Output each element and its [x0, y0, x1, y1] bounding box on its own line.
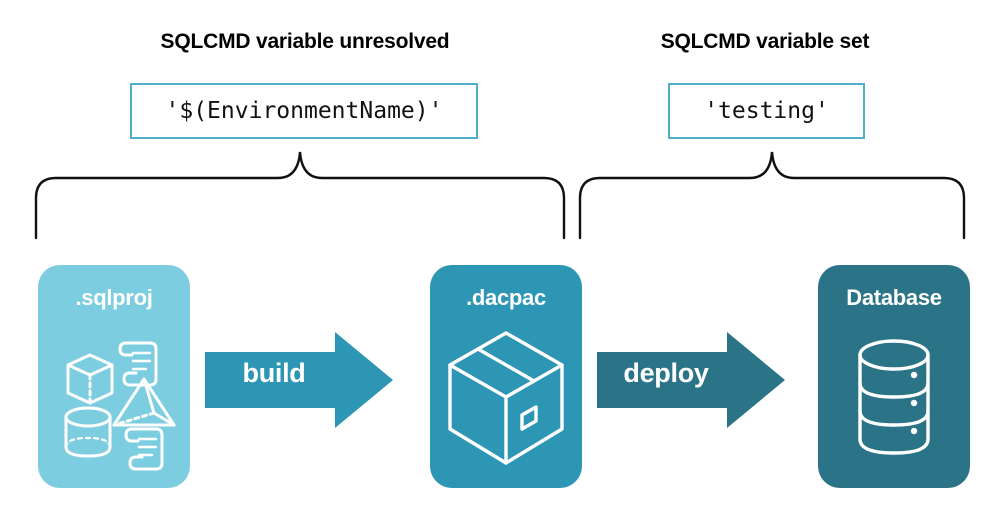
- pyramid-icon: [112, 377, 176, 427]
- arrow-build-path: [205, 332, 393, 428]
- stage-label-dacpac: .dacpac: [466, 285, 546, 310]
- arrow-deploy-shape: [597, 332, 785, 428]
- arrow-build: build: [205, 330, 393, 430]
- scroll-icon: [118, 341, 158, 387]
- brace-unresolved: [34, 151, 566, 240]
- package-box-icon: [448, 331, 564, 465]
- variable-value-box-unresolved: '$(EnvironmentName)': [130, 83, 478, 139]
- brace-set-path: [578, 151, 966, 240]
- section-title-unresolved: SQLCMD variable unresolved: [160, 30, 450, 53]
- dacpac-artwork: [448, 331, 564, 465]
- stage-label-database: Database: [846, 285, 942, 310]
- arrow-deploy-path: [597, 332, 785, 428]
- cylinder-icon: [64, 406, 112, 458]
- cube-icon: [66, 353, 114, 405]
- arrow-build-shape: [205, 332, 393, 428]
- variable-value-box-set: 'testing': [668, 83, 865, 139]
- variable-value-text-set: 'testing': [704, 98, 829, 124]
- stage-box-sqlproj: .sqlproj: [38, 265, 190, 488]
- variable-value-text-unresolved: '$(EnvironmentName)': [165, 98, 443, 124]
- stage-label-sqlproj: .sqlproj: [75, 285, 153, 310]
- database-artwork: [858, 339, 930, 455]
- database-cylinder-icon: [858, 339, 930, 455]
- arrow-deploy: deploy: [597, 330, 785, 430]
- stage-box-database: Database: [818, 265, 970, 488]
- brace-unresolved-path: [34, 151, 566, 240]
- section-title-set: SQLCMD variable set: [660, 30, 870, 53]
- brace-set: [578, 151, 966, 240]
- scroll-icon: [124, 427, 164, 471]
- sqlproj-artwork: [64, 341, 176, 471]
- stage-box-dacpac: .dacpac: [430, 265, 582, 488]
